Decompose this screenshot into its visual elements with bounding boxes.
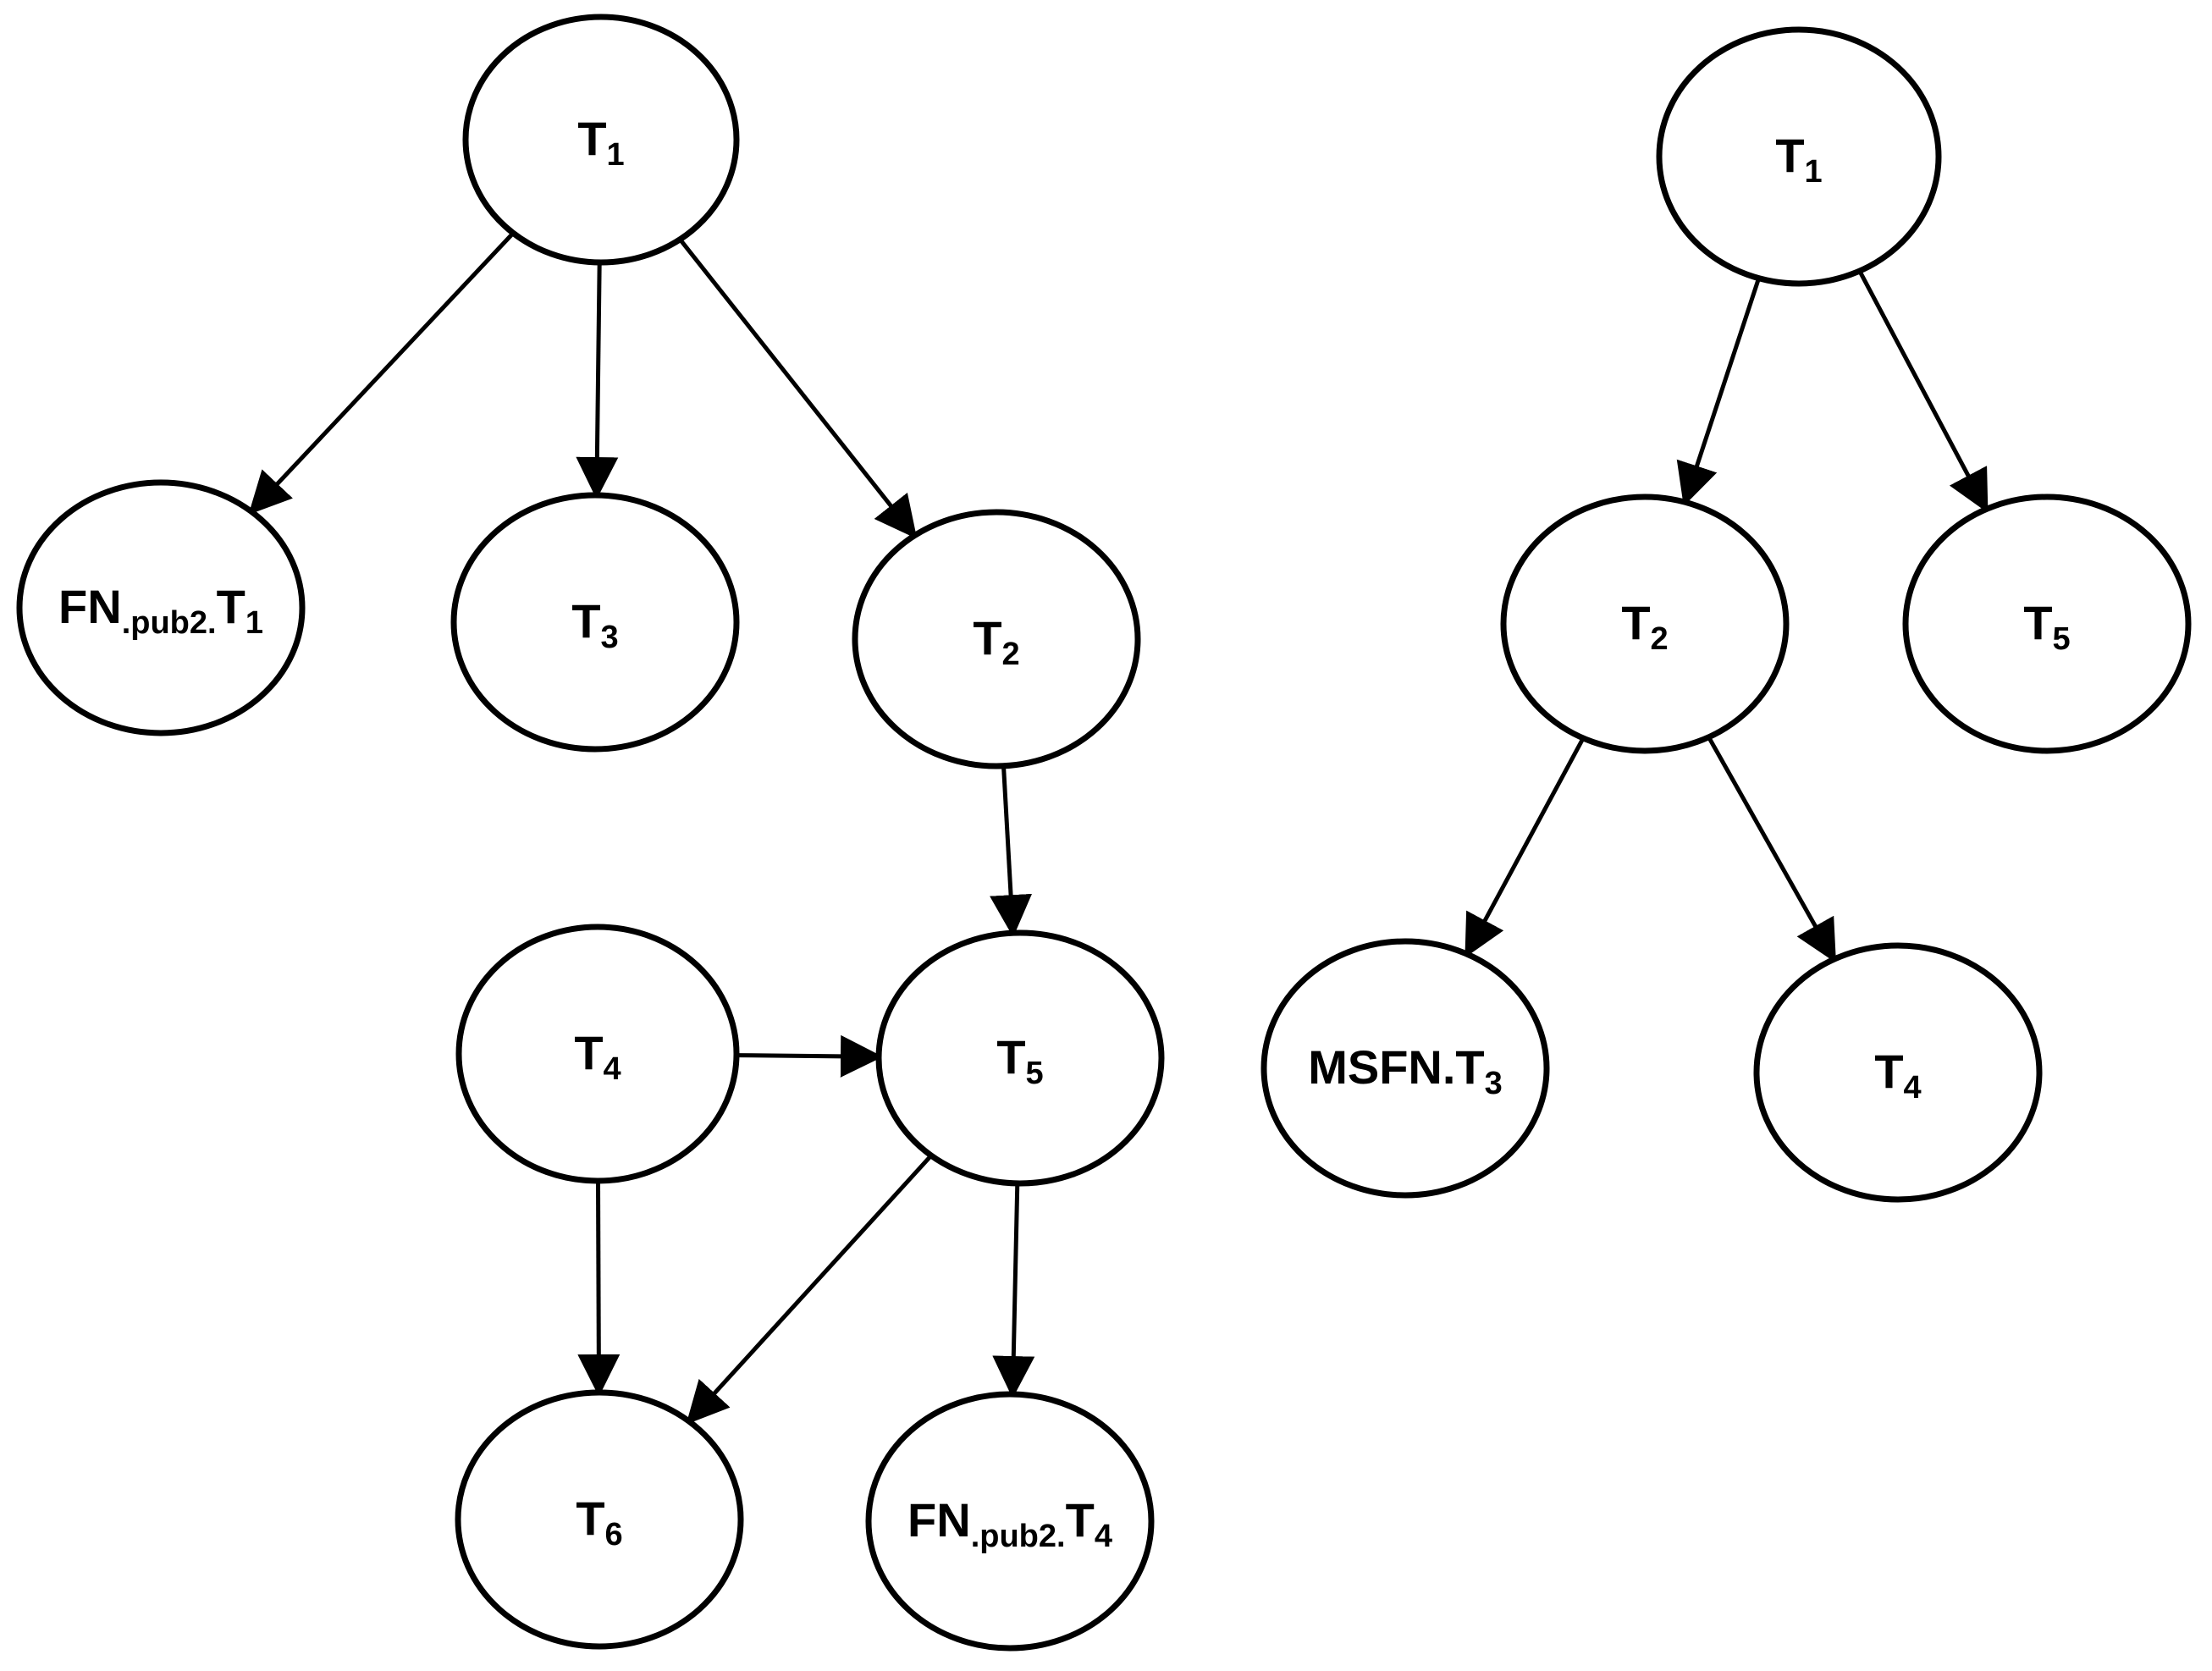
node-label-main: T	[576, 1492, 604, 1545]
node-r_t5: T5	[1902, 494, 2192, 754]
node-label-subscript: 4	[604, 1051, 621, 1087]
edge-arrow-r_t2-to-r_t4	[1707, 736, 1836, 963]
node-ellipse	[865, 1391, 1155, 1652]
node-label-subscript: .pub2.	[122, 605, 217, 641]
node-label-subscript: .pub2.	[971, 1519, 1066, 1554]
node-l_fnt4: FN.pub2.T4	[865, 1391, 1155, 1652]
node-ellipse	[1500, 494, 1790, 754]
node-label-subscript: 2	[1002, 637, 1020, 672]
edge-arrow-l_t5-to-l_fnt4	[992, 1183, 1035, 1398]
node-label: T4	[1874, 1045, 1921, 1106]
edge-arrow-r_t1-to-r_t2	[1676, 277, 1761, 506]
node-l_t1: T1	[462, 14, 740, 266]
node-ellipse	[875, 929, 1165, 1187]
node-ellipse	[462, 14, 740, 266]
node-label-main: FN	[58, 580, 122, 633]
node-label-subscript: 3	[601, 620, 619, 655]
node-label: T3	[571, 594, 618, 655]
node-l_t2: T2	[852, 509, 1141, 769]
node-ellipse	[450, 492, 740, 753]
edge-arrow-l_t1-to-l_fnt1	[248, 231, 516, 515]
node-l_t4: T4	[455, 924, 740, 1184]
node-label: T6	[576, 1492, 622, 1552]
node-label-subscript: 4	[1904, 1070, 1922, 1106]
edge-arrow-l_t2-to-l_t5	[990, 765, 1033, 938]
node-label-main: FN	[907, 1493, 971, 1547]
node-label-main: T	[996, 1030, 1025, 1084]
node-label-subscript: 1	[1805, 154, 1823, 190]
node-label-main: MSFN.T	[1308, 1040, 1484, 1094]
node-label: T2	[1621, 596, 1668, 657]
node-label: T5	[2023, 596, 2070, 657]
node-label-subscript: 5	[1026, 1056, 1044, 1091]
edge-arrow-r_t2-to-r_msfnt3	[1465, 736, 1586, 958]
node-label: T5	[996, 1030, 1043, 1091]
node-ellipse	[1902, 494, 2192, 754]
node-ellipse	[455, 924, 740, 1184]
node-ellipse	[16, 479, 306, 736]
node-l_t3: T3	[450, 492, 740, 753]
node-label: T1	[1775, 129, 1822, 190]
edge-arrow-l_t5-to-l_t6	[686, 1154, 933, 1425]
node-ellipse	[455, 1389, 744, 1650]
node-label-main: T	[1874, 1045, 1903, 1098]
edges-layer	[248, 231, 1989, 1425]
node-label: T4	[574, 1026, 621, 1087]
edge-arrow-r_t1-to-r_t5	[1857, 269, 1989, 514]
node-l_t6: T6	[455, 1389, 744, 1650]
node-r_t4: T4	[1753, 942, 2043, 1203]
node-label-main: T	[577, 112, 606, 165]
node-label: FN.pub2.T1	[58, 580, 263, 641]
node-label-subscript: 1	[245, 605, 263, 641]
node-ellipse	[1260, 938, 1550, 1199]
node-label-subscript: 3	[1485, 1066, 1503, 1101]
node-label: T1	[577, 112, 624, 173]
node-label-main: T	[2023, 596, 2052, 649]
node-l_fnt1: FN.pub2.T1	[16, 479, 306, 736]
node-r_t2: T2	[1500, 494, 1790, 754]
node-label-main: T	[1621, 596, 1650, 649]
node-label-subscript: 6	[605, 1517, 623, 1552]
node-label: FN.pub2.T4	[907, 1493, 1112, 1554]
node-label-main: T	[217, 580, 245, 633]
node-label-subscript: 4	[1095, 1519, 1112, 1554]
node-label-main: T	[973, 611, 1001, 665]
node-label-subscript: 1	[607, 137, 625, 173]
node-l_t5: T5	[875, 929, 1165, 1187]
node-label-subscript: 2	[1651, 621, 1669, 657]
node-label-main: T	[574, 1026, 603, 1079]
node-ellipse	[1656, 26, 1942, 287]
edge-arrow-l_t1-to-l_t2	[678, 238, 918, 539]
node-label-main: T	[1066, 1493, 1095, 1547]
node-ellipse	[1753, 942, 2043, 1203]
node-label: MSFN.T3	[1308, 1040, 1503, 1101]
edge-arrow-l_t1-to-l_t3	[576, 262, 619, 499]
node-label-subscript: 5	[2053, 621, 2071, 657]
node-ellipse	[852, 509, 1141, 769]
node-label: T2	[973, 611, 1019, 672]
node-label-main: T	[571, 594, 600, 648]
node-label-main: T	[1775, 129, 1804, 182]
edge-arrow-l_t4-to-l_t5	[736, 1034, 883, 1078]
node-r_msfnt3: MSFN.T3	[1260, 938, 1550, 1199]
node-r_t1: T1	[1656, 26, 1942, 287]
